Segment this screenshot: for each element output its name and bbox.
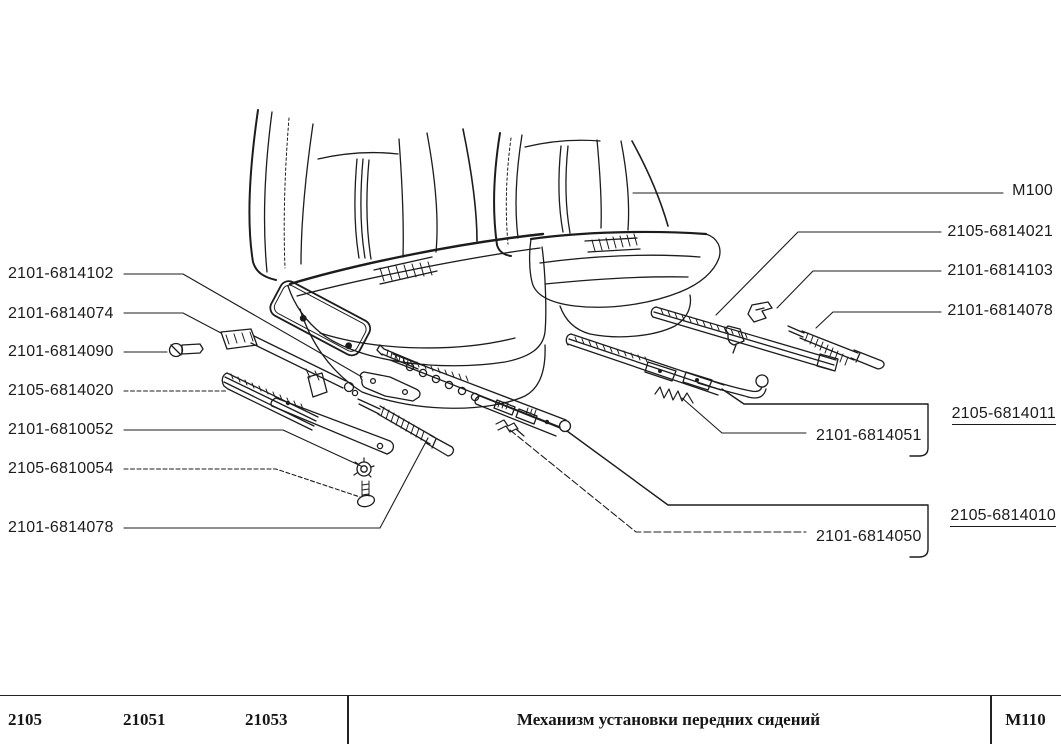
footer-model-21051: 21051 xyxy=(123,710,166,729)
part-label-6814102: 2101-6814102 xyxy=(8,265,114,282)
footer-divider-2 xyxy=(990,696,992,744)
part-label-6814090: 2101-6814090 xyxy=(8,343,114,360)
leader-lines xyxy=(123,192,1004,533)
assembly-brackets xyxy=(566,388,929,558)
right-seat xyxy=(493,132,721,338)
footer-title: Механизм установки передних сидений xyxy=(516,710,821,729)
part-label-6814074: 2101-6814074 xyxy=(8,305,114,322)
lower-left-rail-6814020 xyxy=(221,372,319,431)
footer-model-21053: 21053 xyxy=(245,710,288,729)
upper-left-rail-6814074 xyxy=(220,328,359,398)
part-label-6814021: 2105-6814021 xyxy=(947,223,1053,240)
assembly-label-6814010: 2105-6814010 xyxy=(950,507,1056,527)
part-label-6810052: 2101-6810052 xyxy=(8,421,114,438)
footer-sheet-code: М110 xyxy=(1005,710,1046,729)
upper-right-rail-6814021 xyxy=(650,306,839,372)
left-seat xyxy=(248,109,547,409)
spring-6814051 xyxy=(654,386,694,404)
lower-right-rail xyxy=(565,333,769,399)
footer-table: 2105 21051 21053 Механизм установки пере… xyxy=(0,695,1061,744)
threaded-rod-right-6814078 xyxy=(787,325,885,370)
threaded-rod-left-6814078 xyxy=(357,398,455,457)
part-label-6814078-right: 2101-6814078 xyxy=(947,302,1053,319)
part-label-6810054: 2105-6810054 xyxy=(8,460,114,477)
part-label-6814103: 2101-6814103 xyxy=(947,262,1053,279)
slider-bar-6810052 xyxy=(270,397,395,455)
footer-model-2105: 2105 xyxy=(8,710,42,729)
part-label-6814050: 2101-6814050 xyxy=(816,528,922,545)
part-label-6814020: 2105-6814020 xyxy=(8,382,114,399)
part-label-6814078-left: 2101-6814078 xyxy=(8,519,114,536)
clip-6814050 xyxy=(495,419,525,437)
nut-and-bolt-6810054 xyxy=(353,457,376,508)
part-label-m100: M100 xyxy=(1012,182,1053,199)
assembly-label-6814011: 2105-6814011 xyxy=(951,405,1056,425)
bracket-6814103 xyxy=(747,301,773,323)
bolt-6814090 xyxy=(168,342,204,358)
center-rail-assembly xyxy=(359,344,572,437)
footer-divider-1 xyxy=(347,696,349,744)
part-label-6814051: 2101-6814051 xyxy=(816,427,922,444)
